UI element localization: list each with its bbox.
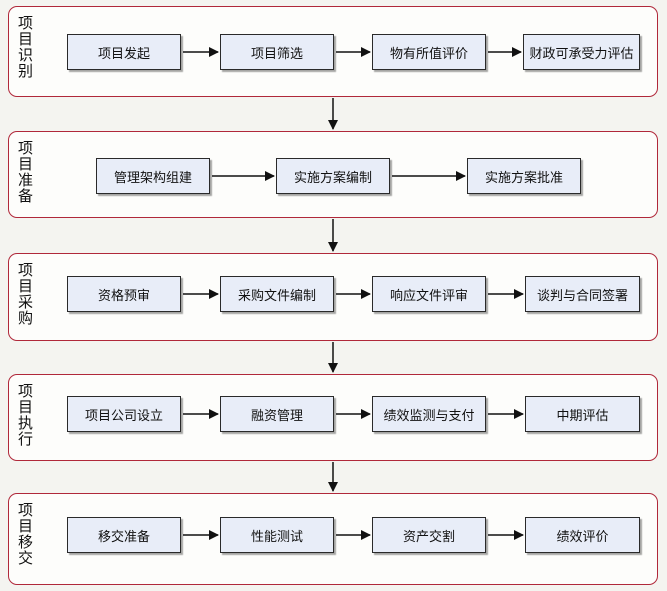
step-box: 项目筛选 [220, 34, 334, 70]
step-box: 谈判与合同签署 [525, 276, 640, 312]
stage-title: 项目采购 [16, 262, 34, 326]
step-box: 资产交割 [372, 517, 486, 553]
step-box: 管理架构组建 [96, 158, 210, 194]
step-box: 中期评估 [525, 396, 640, 432]
step-box: 财政可承受力评估 [523, 34, 640, 70]
stage-title: 项目执行 [16, 383, 34, 447]
step-box: 项目公司设立 [67, 396, 181, 432]
step-box: 项目发起 [67, 34, 181, 70]
step-box: 资格预审 [67, 276, 181, 312]
step-box: 实施方案批准 [467, 158, 581, 194]
step-box: 移交准备 [67, 517, 181, 553]
step-box: 性能测试 [220, 517, 334, 553]
step-box: 响应文件评审 [372, 276, 486, 312]
step-box: 实施方案编制 [276, 158, 390, 194]
step-box: 物有所值评价 [372, 34, 486, 70]
stage-title: 项目准备 [16, 140, 34, 204]
step-box: 绩效监测与支付 [372, 396, 486, 432]
stage-title: 项目识别 [16, 15, 34, 79]
step-box: 采购文件编制 [220, 276, 334, 312]
stage-title: 项目移交 [16, 502, 34, 566]
step-box: 融资管理 [220, 396, 334, 432]
step-box: 绩效评价 [525, 517, 640, 553]
